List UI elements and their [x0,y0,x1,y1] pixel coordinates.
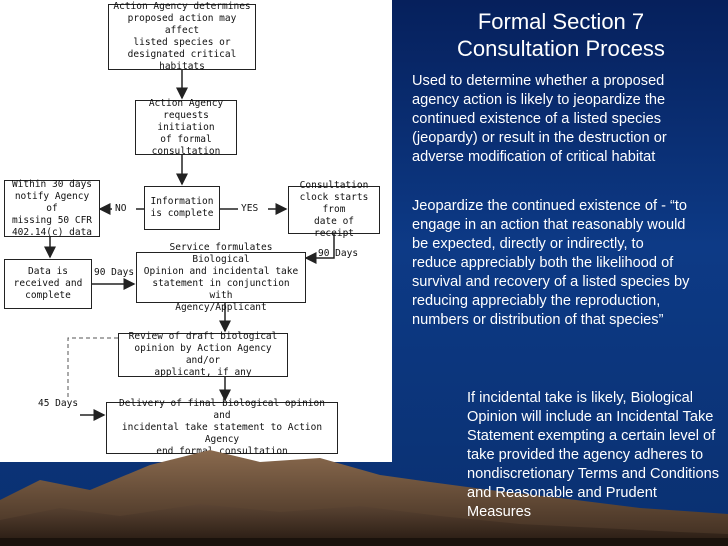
label-90-days-clock: 90 Days [318,248,359,259]
box-data-received: Data is received and complete [4,259,92,309]
paragraph-incidental-take: If incidental take is likely, Biological… [467,390,720,520]
box-delivery-final: Delivery of final biological opinion and… [106,398,338,457]
dashed-45-days-line [67,337,118,400]
box-service-formulates: Service formulates Biological Opinion an… [136,242,306,313]
mountain-landscape [0,450,728,546]
flowchart-connectors [44,70,335,421]
label-yes: YES [241,203,259,214]
title-line-2: Consultation Process [457,36,665,61]
near-ridge [0,504,728,546]
label-no: NO [115,203,127,214]
box-review-draft: Review of draft biological opinion by Ac… [118,331,288,378]
paragraph-jeopardize: Jeopardize the continued existence of - … [412,198,690,328]
flowchart-panel: Action Agency determines proposed action… [0,0,392,462]
arrow-clock-to-service [304,234,335,264]
box-agency-determines: Action Agency determines proposed action… [108,1,256,72]
box-information-complete: Information is complete [144,186,220,230]
slide-title: Formal Section 7 Consultation Process [400,8,722,62]
title-line-1: Formal Section 7 [477,9,645,34]
label-90-days-data: 90 Days [94,267,135,278]
paragraph-definition: Used to determine whether a proposed age… [412,73,667,165]
box-agency-requests: Action Agency requests initiation of for… [135,98,237,157]
box-consultation-clock: Consultation clock starts from date of r… [288,180,380,239]
label-45-days: 45 Days [38,398,79,409]
box-notify-missing-data: Within 30 days notify Agency of missing … [4,179,100,238]
